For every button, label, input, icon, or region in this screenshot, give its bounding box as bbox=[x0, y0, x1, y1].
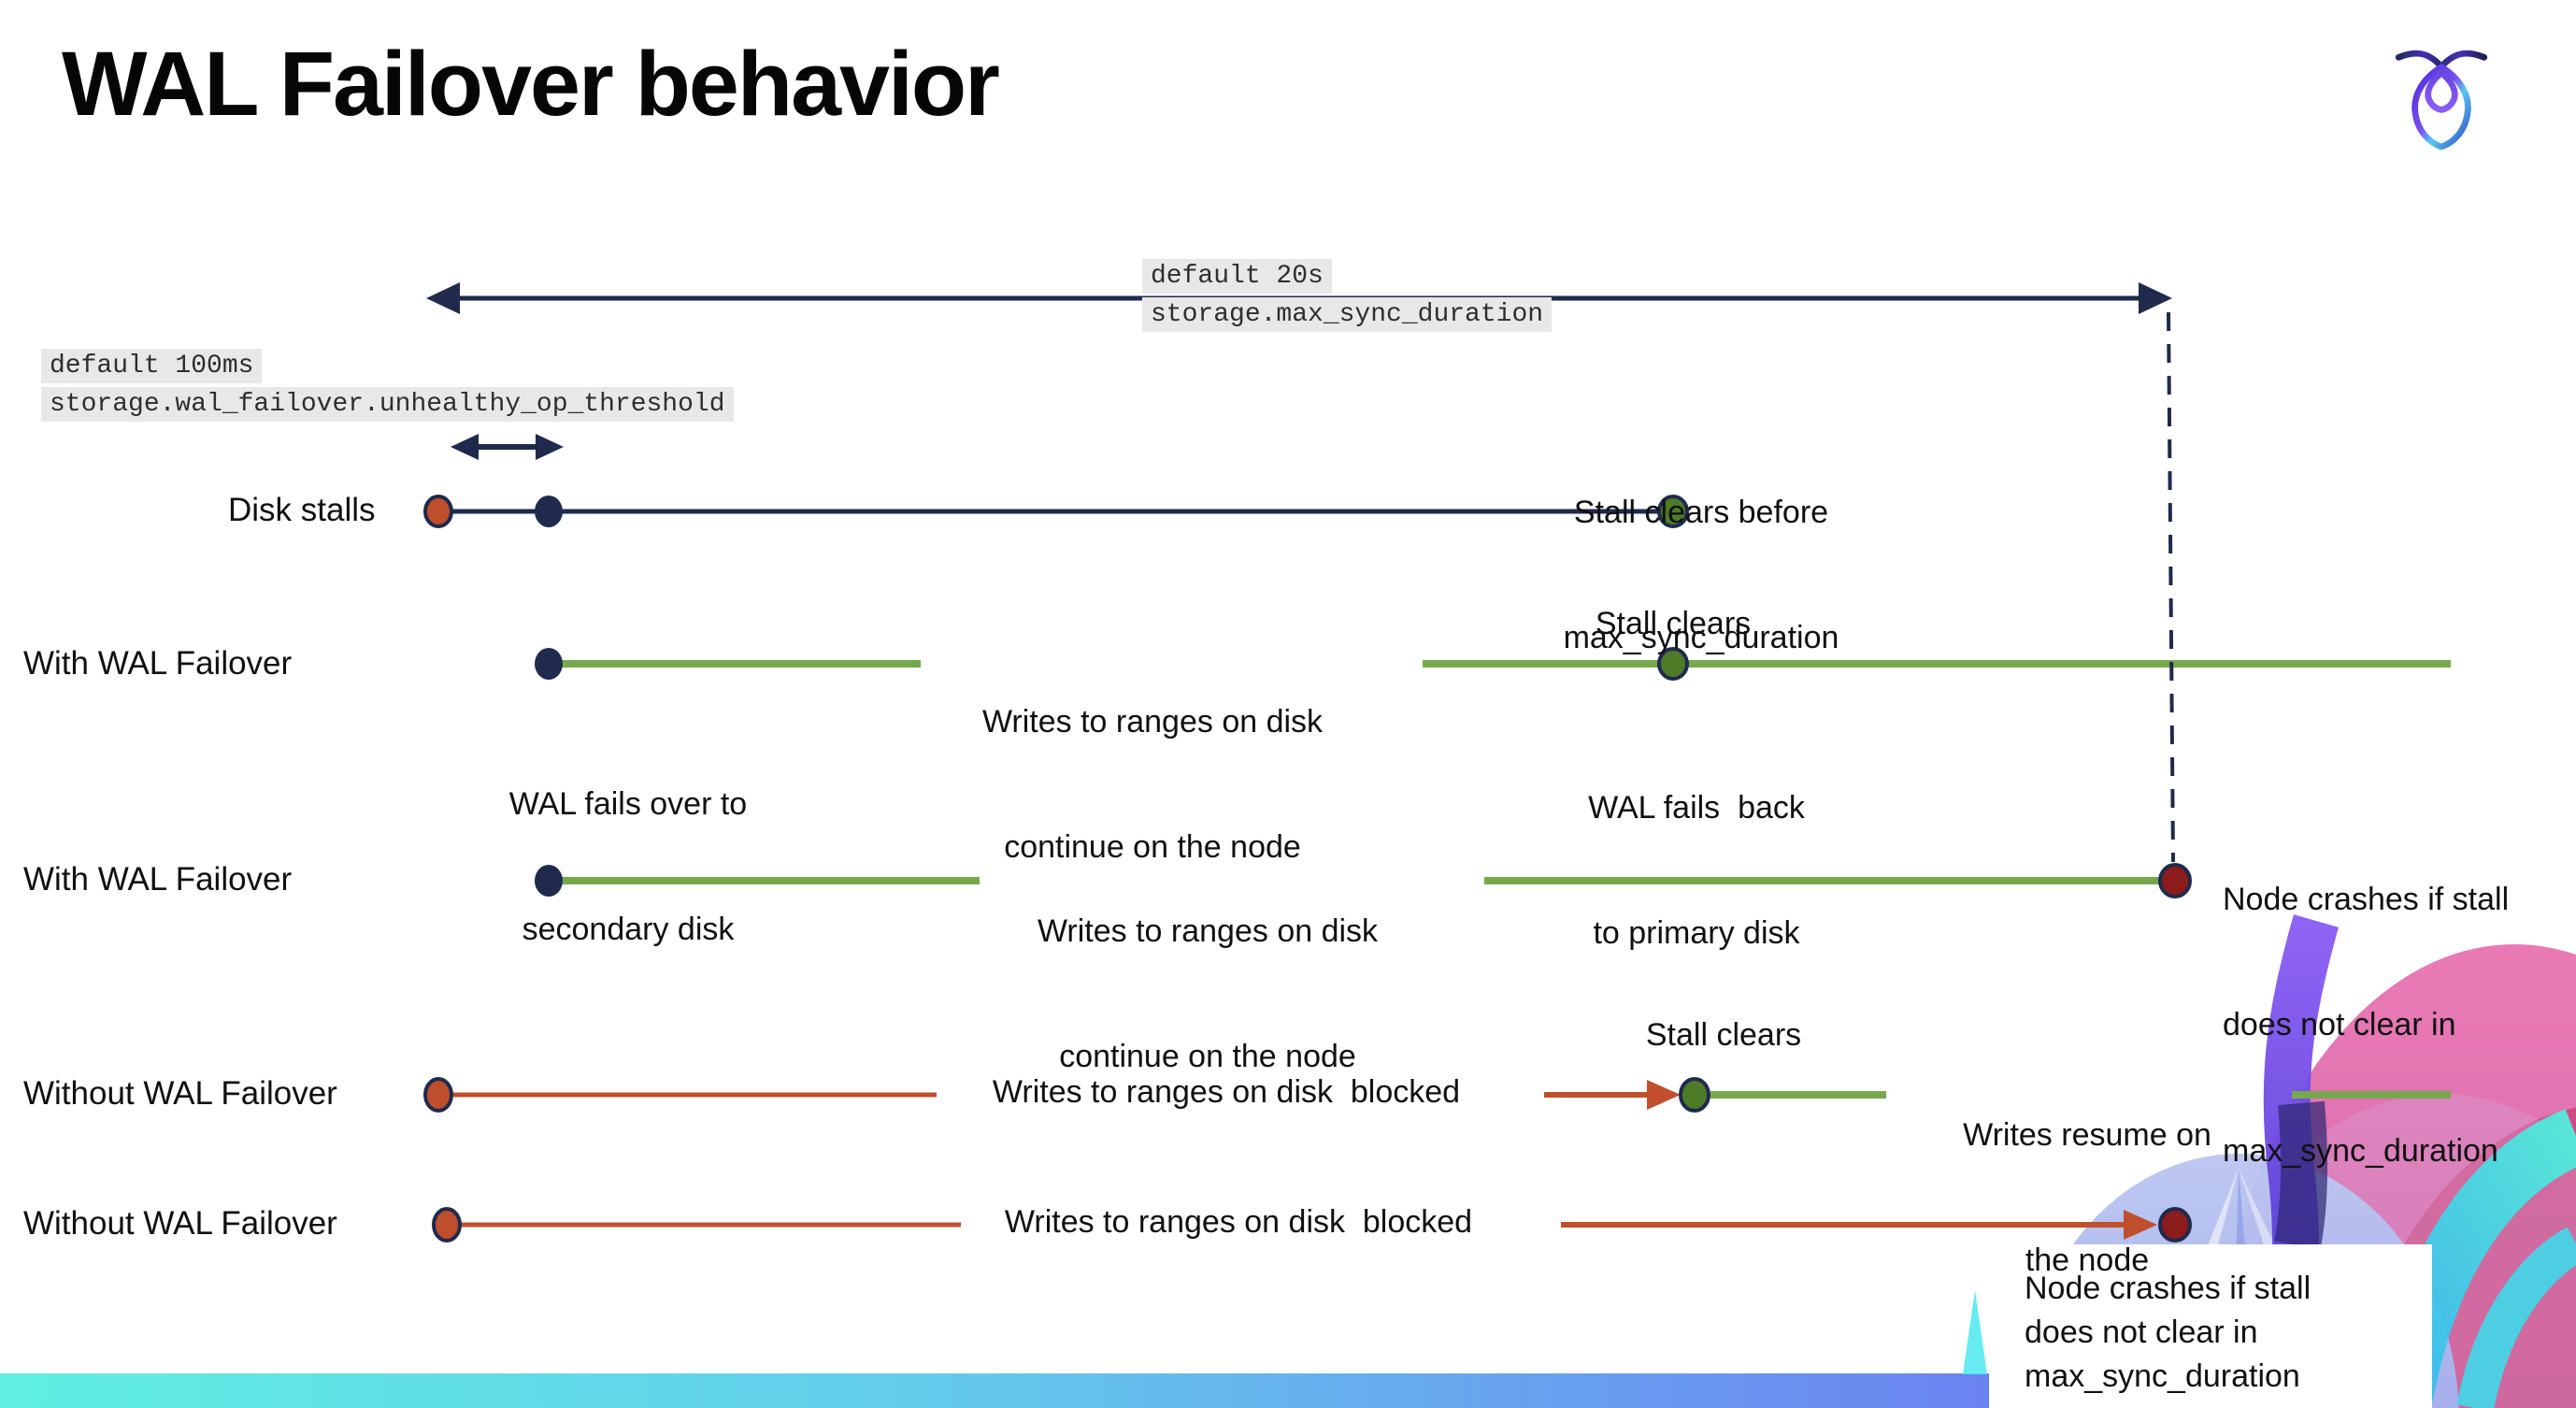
threshold-reached-dot bbox=[535, 496, 563, 527]
writes-resume-note: Writes resume on the node bbox=[1963, 1116, 2211, 1279]
row-label-with-wal-2: With WAL Failover bbox=[23, 861, 293, 898]
page-title: WAL Failover behavior bbox=[62, 33, 1000, 135]
writes-continue-note-1: Writes to ranges on disk continue on the… bbox=[981, 703, 1324, 866]
disk-stall-start-dot bbox=[423, 495, 453, 528]
failover-dot bbox=[535, 648, 563, 680]
threshold-arrow bbox=[451, 434, 564, 460]
wal-fails-over-note: WAL fails over to secondary disk bbox=[508, 785, 748, 948]
row-with-wal-2-line bbox=[535, 865, 2168, 897]
wal-fails-back-note: WAL fails back to primary disk bbox=[1588, 789, 1805, 952]
row-label-disk-stalls: Disk stalls bbox=[228, 492, 376, 528]
node-crash-dot-2 bbox=[2158, 1207, 2192, 1243]
max-sync-deadline-dashed-line bbox=[2167, 311, 2175, 863]
crash-note-box: Node crashes if stall does not clear in … bbox=[1989, 1244, 2432, 1408]
max-sync-annotation: default 20s storage.max_sync_duration bbox=[1142, 259, 1553, 332]
row-with-wal-1-line bbox=[535, 647, 2451, 681]
writes-continue-note-2: Writes to ranges on disk continue on the… bbox=[1037, 912, 1379, 1075]
row-label-with-wal-1: With WAL Failover bbox=[23, 645, 293, 682]
max-sync-default-label: default 20s bbox=[1142, 259, 1332, 294]
row-without-wal-2-line bbox=[432, 1207, 2192, 1243]
threshold-annotation: default 100ms storage.wal_failover.unhea… bbox=[41, 349, 734, 422]
row-disk-stalls-line bbox=[423, 495, 1689, 528]
stall-clears-dot-2 bbox=[1679, 1077, 1710, 1113]
node-crashes-note-1: Node crashes if stall does not clear in … bbox=[2223, 881, 2510, 1169]
row-label-without-wal-2: Without WAL Failover bbox=[23, 1205, 337, 1242]
stall-clears-label-2: Stall clears bbox=[1645, 1017, 1802, 1053]
blocked-start-dot bbox=[423, 1077, 453, 1113]
stall-clears-before-callout: Stall clears before max_sync_duration bbox=[1563, 494, 1839, 656]
threshold-default-label: default 100ms bbox=[41, 349, 263, 383]
blocked-start-dot-2 bbox=[432, 1207, 462, 1243]
failback-dot bbox=[1657, 647, 1689, 681]
crash-note-text: Node crashes if stall does not clear in … bbox=[2025, 1271, 2311, 1394]
cockroachdb-logo-icon bbox=[2395, 50, 2488, 150]
row-without-wal-1-line bbox=[423, 1077, 2451, 1113]
failover-dot-2 bbox=[535, 865, 563, 897]
row-label-without-wal-1: Without WAL Failover bbox=[23, 1075, 337, 1112]
writes-blocked-note-2: Writes to ranges on disk blocked bbox=[1004, 1204, 1473, 1240]
threshold-setting-label: storage.wal_failover.unhealthy_op_thresh… bbox=[41, 387, 734, 422]
max-sync-setting-label: storage.max_sync_duration bbox=[1142, 297, 1553, 332]
writes-blocked-note-1: Writes to ranges on disk blocked bbox=[992, 1074, 1461, 1110]
node-crash-dot bbox=[2158, 863, 2192, 898]
stall-clears-label-1: Stall clears bbox=[1595, 606, 1752, 641]
stall-clears-dot bbox=[1657, 495, 1689, 528]
